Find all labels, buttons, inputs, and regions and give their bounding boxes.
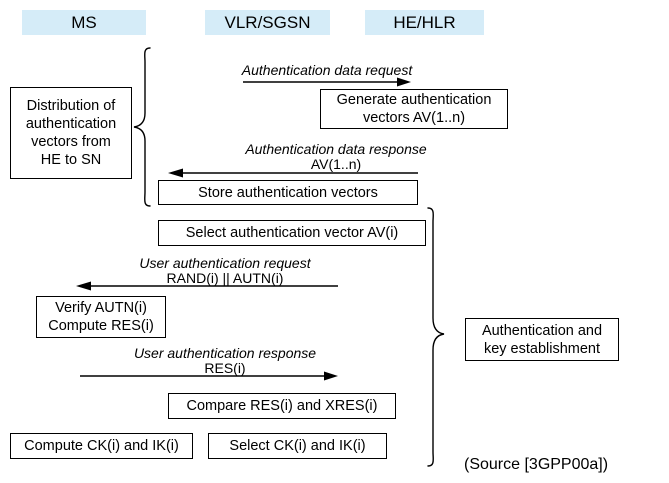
phase-distribution-line-1: Distribution of — [26, 98, 116, 114]
select-authentication-vector-line-1: Select authentication vector AV(i) — [185, 225, 399, 241]
action-box-select-authentication-vector: Select authentication vector AV(i) — [158, 220, 426, 246]
message-label-authentication-data-request: Authentication data request — [232, 62, 422, 78]
store-authentication-vectors-line-1: Store authentication vectors — [198, 184, 378, 201]
phase-box-distribution: Distribution of authentication vectors f… — [10, 87, 132, 179]
select-ck-ik-line-1: Select CK(i) and IK(i) — [229, 438, 366, 454]
message-payload-text-av-1-n: AV(1..n) — [310, 156, 362, 172]
action-box-compute-ck-ik: Compute CK(i) and IK(i) — [10, 433, 193, 459]
brace-distribution-phase — [130, 46, 154, 208]
generate-authentication-vectors-line-1: Generate authentication — [336, 92, 492, 108]
action-box-select-ck-ik: Select CK(i) and IK(i) — [208, 433, 387, 459]
message-title-user-authentication-request: User authentication request — [139, 255, 311, 271]
column-header-he-hlr: HE/HLR — [365, 10, 484, 35]
brace-authentication-phase — [424, 206, 448, 468]
message-payload-user-authentication-request: RAND(i) || AUTN(i) — [80, 270, 370, 286]
phase-distribution-line-4: HE to SN — [40, 152, 102, 168]
message-arrow-authentication-data-request — [243, 77, 413, 88]
message-title-authentication-data-request: Authentication data request — [241, 62, 413, 78]
message-payload-text-res: RES(i) — [204, 360, 246, 376]
message-payload-user-authentication-response: RES(i) — [80, 360, 370, 376]
message-arrow-user-authentication-response — [80, 371, 340, 382]
message-arrow-authentication-data-response — [168, 168, 418, 179]
message-payload-authentication-data-response: AV(1..n) — [226, 156, 446, 172]
verify-autn-compute-res-line-1: Verify AUTN(i) — [55, 300, 147, 316]
compute-ck-ik-line-1: Compute CK(i) and IK(i) — [24, 438, 179, 454]
compare-res-xres-line-1: Compare RES(i) and XRES(i) — [186, 398, 378, 414]
phase-distribution-line-2: authentication — [25, 116, 117, 132]
phase-authentication-line-2: key establishment — [483, 340, 601, 357]
column-header-vlr-sgsn: VLR/SGSN — [205, 10, 330, 35]
message-label-user-authentication-request: User authentication request — [80, 255, 370, 271]
message-label-authentication-data-response: Authentication data response — [226, 141, 446, 157]
action-box-generate-authentication-vectors: Generate authentication vectors AV(1..n) — [320, 89, 508, 129]
phase-distribution-line-3: vectors from — [31, 134, 111, 150]
action-box-verify-autn-compute-res: Verify AUTN(i) Compute RES(i) — [36, 296, 166, 338]
message-payload-text-rand-autn: RAND(i) || AUTN(i) — [166, 270, 284, 286]
source-caption: (Source [3GPP00a]) — [464, 456, 609, 473]
column-header-ms: MS — [22, 10, 146, 35]
message-title-user-authentication-response: User authentication response — [133, 345, 317, 361]
verify-autn-compute-res-line-2: Compute RES(i) — [48, 318, 154, 334]
action-box-store-authentication-vectors: Store authentication vectors — [158, 180, 418, 205]
generate-authentication-vectors-line-2: vectors AV(1..n) — [362, 110, 466, 126]
action-box-compare-res-xres: Compare RES(i) and XRES(i) — [168, 393, 396, 419]
phase-box-authentication-key-establishment: Authentication and key establishment — [465, 318, 619, 361]
message-label-user-authentication-response: User authentication response — [80, 345, 370, 361]
message-title-authentication-data-response: Authentication data response — [245, 141, 427, 157]
phase-authentication-line-1: Authentication and — [481, 322, 603, 339]
message-arrow-user-authentication-request — [76, 281, 338, 292]
